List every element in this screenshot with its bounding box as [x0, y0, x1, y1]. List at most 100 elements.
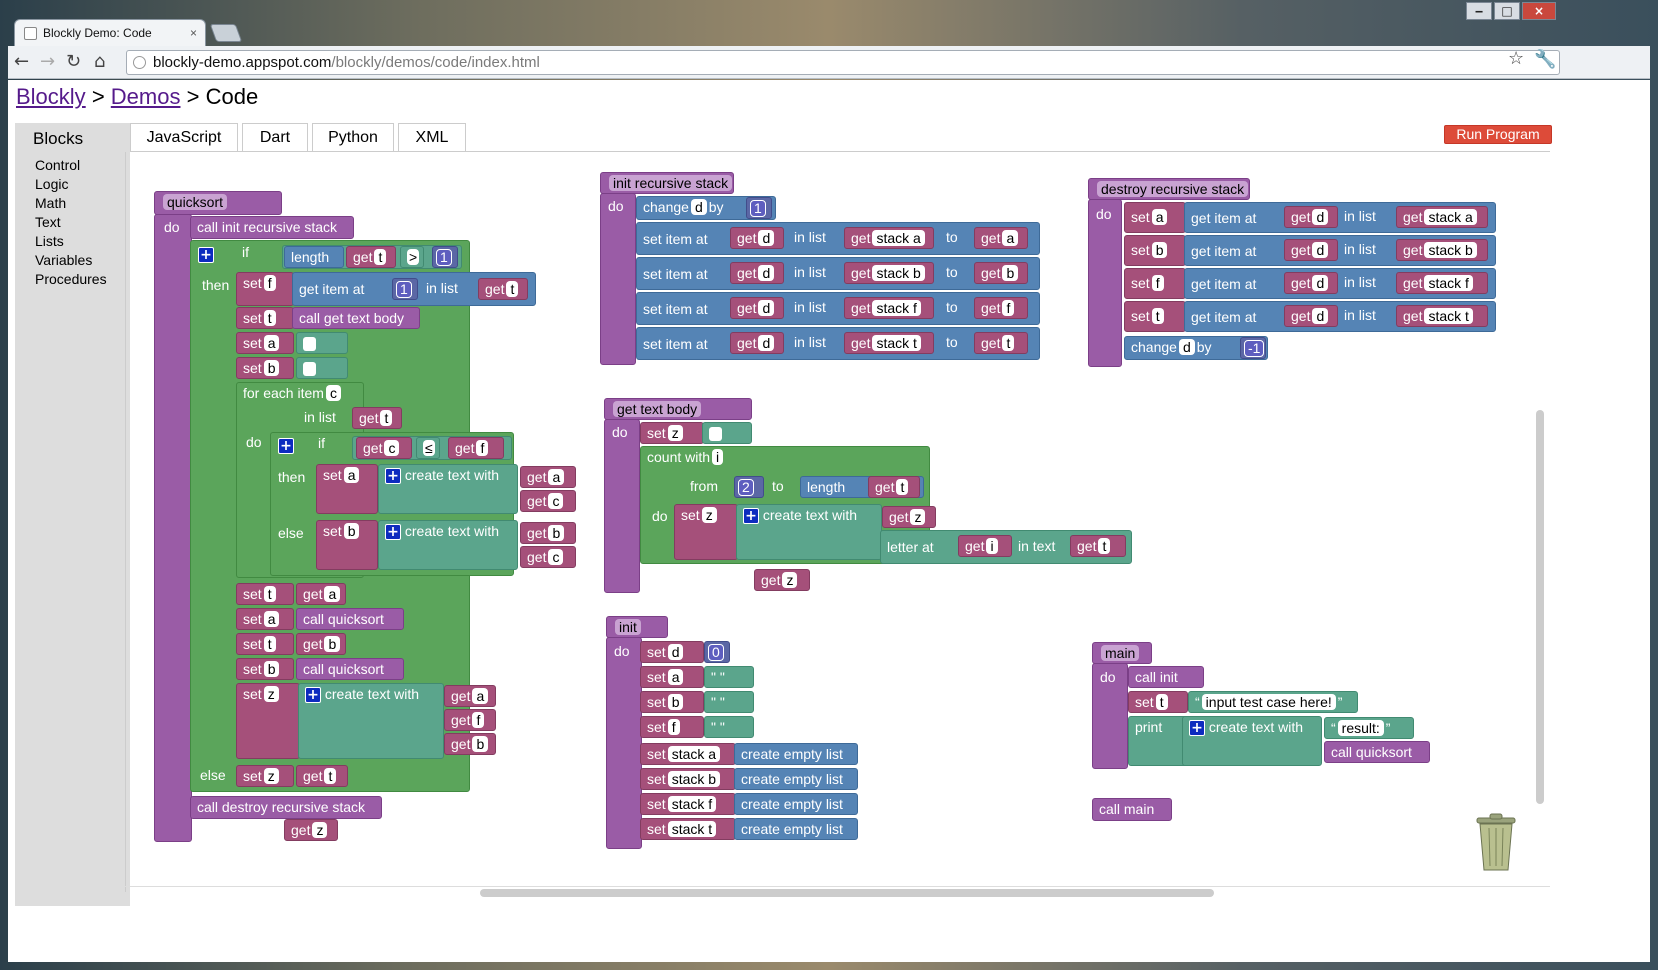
var-field[interactable]: z — [263, 686, 279, 702]
gt-operator[interactable]: > — [407, 249, 420, 265]
create-text-block[interactable]: + create text with — [298, 683, 444, 759]
mutator-plus-icon[interactable]: + — [743, 508, 759, 524]
var-field[interactable]: f — [472, 712, 485, 728]
mutator-plus-icon[interactable]: + — [198, 244, 214, 265]
var-field[interactable]: t — [1155, 694, 1168, 710]
procedure-name[interactable]: init recursive stack — [609, 175, 733, 191]
number-field[interactable]: 1 — [396, 281, 412, 298]
var-field[interactable]: b — [263, 661, 280, 677]
var-field[interactable]: b — [1002, 265, 1019, 281]
address-bar[interactable]: blockly-demo.appspot.com/blockly/demos/c… — [126, 50, 1560, 75]
text-field[interactable]: " " — [711, 694, 725, 710]
procedure-header[interactable]: get text body — [604, 398, 752, 420]
horizontal-scrollbar[interactable] — [480, 889, 1214, 897]
mutator-plus-icon[interactable]: + — [278, 435, 294, 456]
tab-python[interactable]: Python — [312, 123, 394, 152]
var-field[interactable]: d — [690, 199, 707, 215]
procedure-header[interactable]: init — [606, 616, 668, 638]
var-field[interactable]: z — [782, 572, 798, 588]
blockly-workspace[interactable] — [125, 152, 1550, 892]
var-field[interactable]: d — [758, 300, 775, 316]
call-block[interactable]: call quicksort — [296, 608, 404, 630]
var-field[interactable]: b — [472, 736, 489, 752]
var-field[interactable]: d — [1312, 242, 1329, 258]
toolbox-category-variables[interactable]: Variables — [35, 252, 93, 268]
list-field[interactable]: stack a — [872, 230, 925, 246]
list-field[interactable]: stack t — [667, 821, 717, 837]
create-empty-list-block[interactable]: create empty list — [734, 818, 858, 840]
call-block[interactable]: call quicksort — [1324, 741, 1430, 763]
var-field[interactable]: d — [758, 265, 775, 281]
var-field[interactable]: t — [374, 249, 387, 265]
new-tab-button[interactable] — [209, 24, 243, 42]
home-icon[interactable]: ⌂ — [94, 51, 106, 72]
create-text-block[interactable]: + create text with — [1182, 716, 1322, 766]
var-field[interactable]: f — [1002, 300, 1015, 316]
var-field[interactable]: t — [263, 310, 276, 326]
var-field[interactable]: d — [758, 335, 775, 351]
var-field[interactable]: a — [324, 586, 341, 602]
var-field[interactable]: b — [343, 523, 360, 539]
var-field[interactable]: d — [1312, 275, 1329, 291]
breadcrumb-link-demos[interactable]: Demos — [110, 84, 181, 109]
var-field[interactable]: t — [263, 586, 276, 602]
var-field[interactable]: c — [325, 385, 341, 401]
call-block[interactable]: call init — [1128, 666, 1204, 688]
var-field[interactable]: b — [548, 525, 565, 541]
number-field[interactable]: 1 — [436, 249, 452, 266]
var-field[interactable]: d — [667, 644, 684, 660]
var-field[interactable]: c — [548, 493, 564, 509]
number-field[interactable]: 1 — [750, 200, 766, 217]
maximize-button[interactable]: □ — [1494, 2, 1520, 20]
var-field[interactable]: z — [910, 509, 926, 525]
var-field[interactable]: t — [1098, 538, 1111, 554]
var-field[interactable]: t — [896, 479, 909, 495]
toolbox-category-math[interactable]: Math — [35, 195, 67, 211]
var-field[interactable]: a — [1151, 209, 1168, 225]
procedure-name[interactable]: main — [1101, 645, 1140, 661]
call-block[interactable]: call init recursive stack — [190, 216, 354, 239]
procedure-header[interactable]: init recursive stack — [600, 172, 734, 194]
toolbox-title[interactable]: Blocks — [33, 129, 84, 148]
op-field[interactable]: > — [400, 246, 424, 268]
list-field[interactable]: stack f — [872, 300, 921, 316]
create-empty-list-block[interactable]: create empty list — [734, 793, 858, 815]
var-field[interactable]: i — [712, 449, 724, 465]
text-block[interactable] — [702, 422, 752, 444]
var-field[interactable]: a — [263, 611, 280, 627]
var-field[interactable]: a — [472, 688, 489, 704]
var-field[interactable]: d — [1178, 339, 1195, 355]
create-empty-list-block[interactable]: create empty list — [734, 768, 858, 790]
